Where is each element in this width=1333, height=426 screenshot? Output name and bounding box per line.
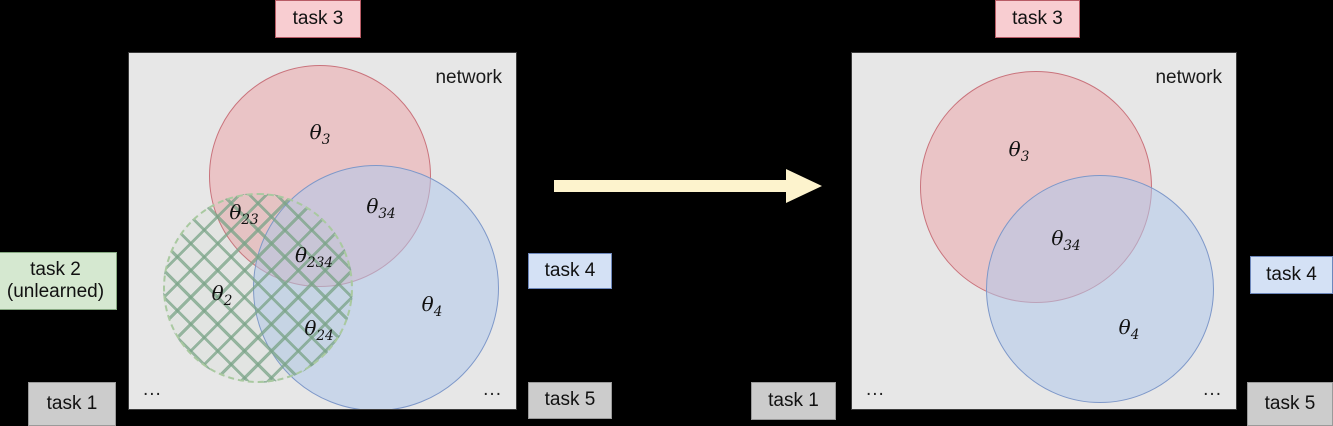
- label-theta-23: θ23: [229, 200, 259, 229]
- task-tag-label-line1: task 2: [30, 258, 81, 280]
- transition-arrow-icon: [554, 169, 822, 203]
- task-tag-label: task 3: [1012, 7, 1063, 29]
- task-tag-task3-after[interactable]: task 3: [995, 0, 1080, 38]
- ellipsis-right: ...: [1203, 379, 1222, 400]
- label-theta-34: θ34: [1051, 226, 1081, 255]
- task-tag-task5-before[interactable]: task 5: [528, 382, 612, 419]
- task-tag-label: task 4: [544, 259, 596, 281]
- task-tag-task2-unlearned[interactable]: task 2 (unlearned): [0, 252, 117, 310]
- network-box-before: θ3 θ23 θ34 θ234 θ2 θ24 θ4 network ... ..…: [128, 52, 517, 410]
- task-tag-task3-before[interactable]: task 3: [275, 0, 361, 38]
- task-tag-label: task 1: [46, 392, 98, 414]
- label-theta-24: θ24: [304, 316, 334, 345]
- task-tag-label: task 5: [1264, 392, 1316, 414]
- task-tag-task4-after[interactable]: task 4: [1250, 256, 1333, 294]
- task-tag-task5-after[interactable]: task 5: [1247, 382, 1333, 426]
- label-theta-4: θ4: [1118, 315, 1140, 344]
- label-theta-3: θ3: [1008, 137, 1030, 166]
- task-tag-task1-after[interactable]: task 1: [751, 382, 836, 420]
- label-theta-2: θ2: [211, 281, 233, 310]
- task-tag-label: task 4: [1266, 263, 1317, 285]
- network-label: network: [435, 67, 502, 88]
- ellipsis-left: ...: [866, 379, 885, 400]
- task-tag-task1-before[interactable]: task 1: [28, 382, 116, 426]
- circle-task2-params-unlearned: [163, 193, 353, 383]
- task-tag-label: task 5: [544, 389, 596, 411]
- task-tag-task4-before[interactable]: task 4: [528, 253, 612, 289]
- label-theta-3: θ3: [309, 120, 331, 149]
- ellipsis-right: ...: [483, 379, 502, 400]
- task-tag-label-line2: (unlearned): [6, 281, 105, 302]
- label-theta-234: θ234: [295, 243, 333, 272]
- circle-task4-params: [986, 175, 1214, 403]
- network-label: network: [1155, 67, 1222, 88]
- task-tag-label: task 1: [768, 389, 819, 411]
- network-box-after: θ3 θ34 θ4 network ... ...: [851, 52, 1237, 410]
- label-theta-34: θ34: [366, 194, 396, 223]
- label-theta-4: θ4: [421, 292, 443, 321]
- task-tag-label: task 3: [292, 7, 344, 29]
- ellipsis-left: ...: [143, 379, 162, 400]
